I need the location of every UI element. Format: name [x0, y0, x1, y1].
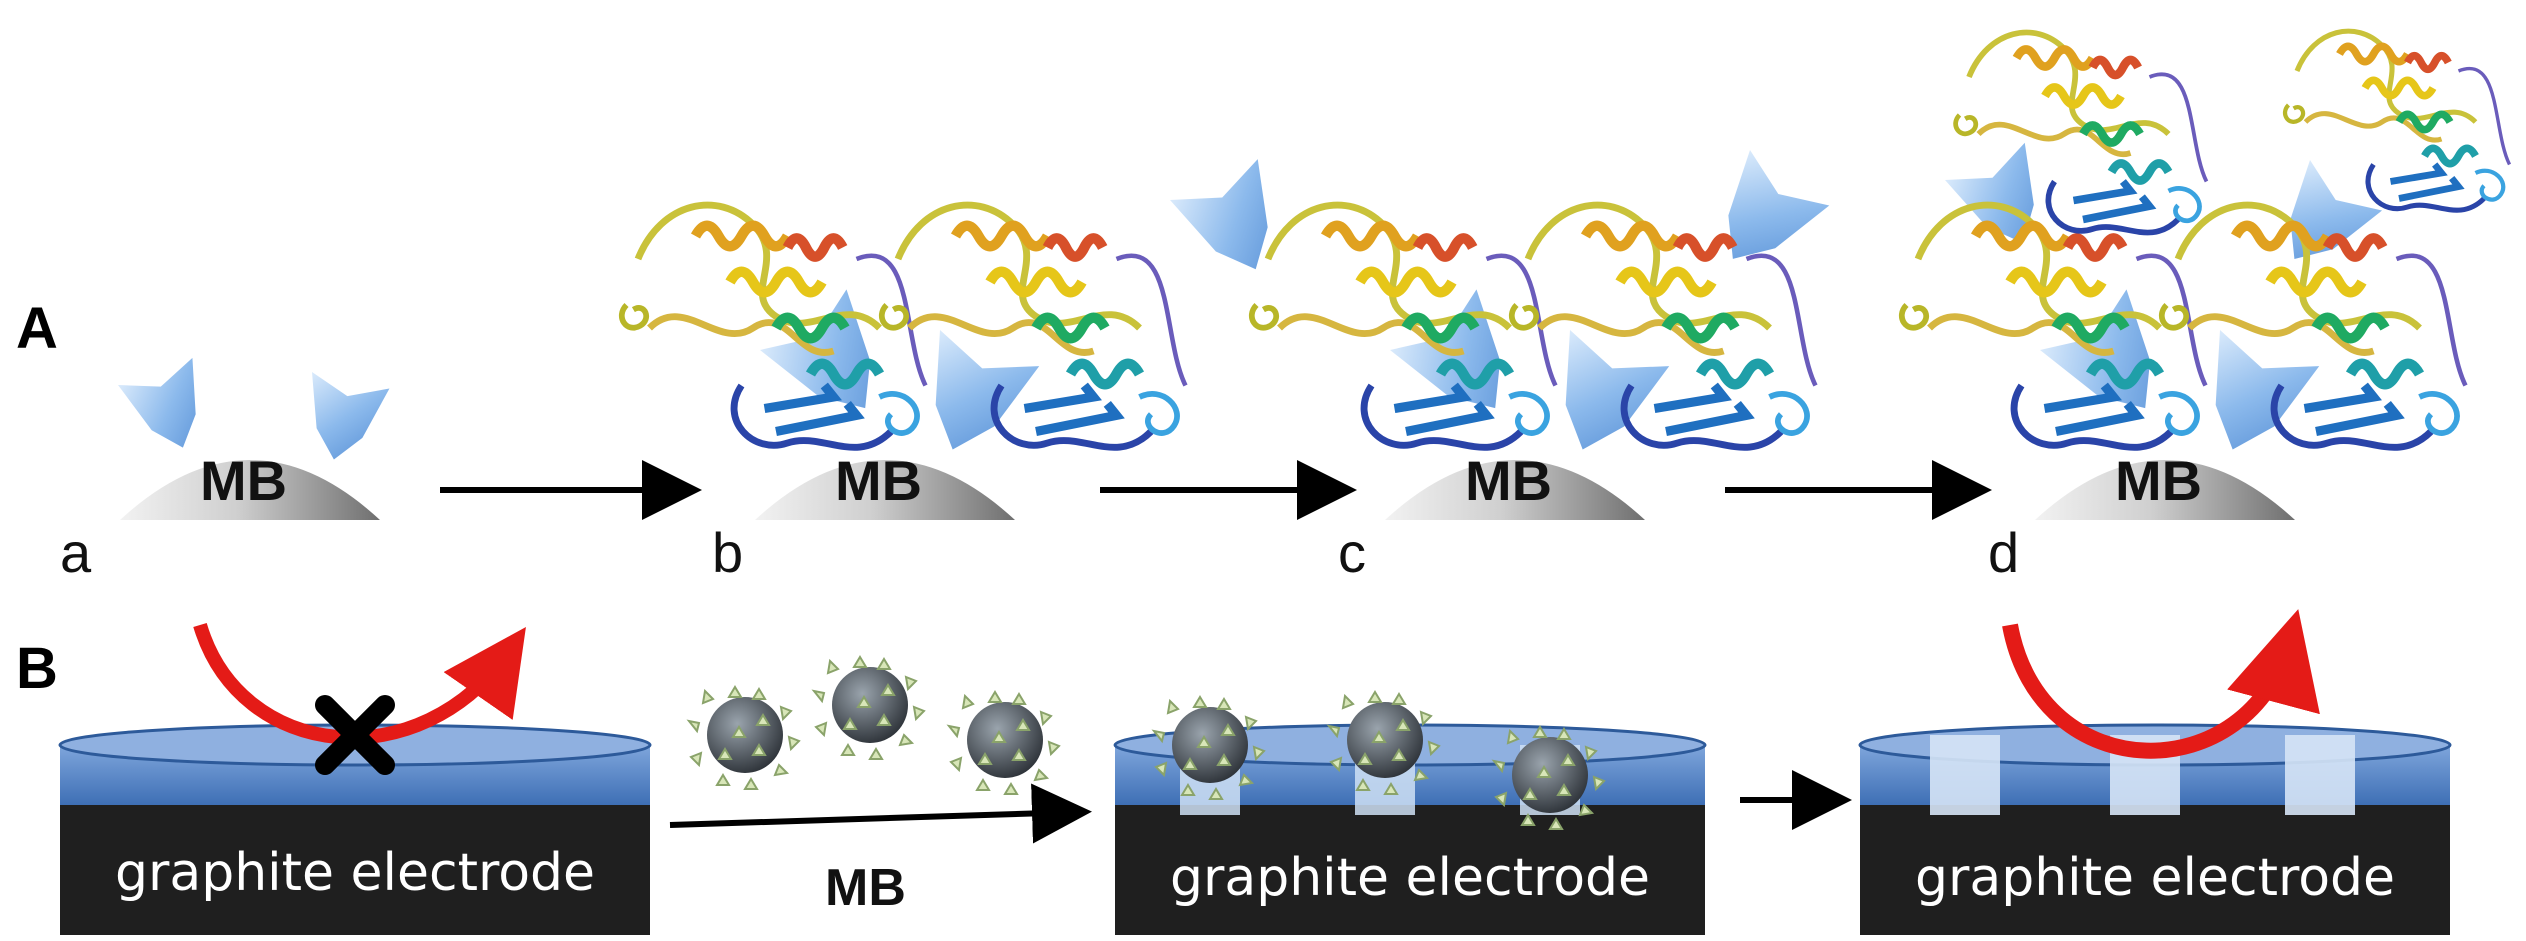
step-label-b: b [712, 521, 744, 584]
arrow-label-mb: MB [825, 859, 906, 917]
panel-label-b: B [16, 636, 58, 701]
electron-transfer-arrow [2002, 609, 2320, 759]
electrode-2: graphite electrode [1113, 691, 1707, 935]
magnetic-bead-a [120, 460, 380, 520]
enzyme-b-1 [622, 205, 926, 447]
flow-arrow-mb [669, 783, 1092, 844]
step-label-a: a [60, 521, 92, 584]
electrode-label-2: graphite electrode [1170, 848, 1650, 908]
enzyme-d-1 [1902, 205, 2206, 447]
magnetic-bead-b [755, 460, 1015, 520]
panel-a-step-c: MB [1170, 150, 1830, 520]
linker-b-2 [903, 330, 1040, 468]
magnetic-bead-c [1385, 460, 1645, 520]
linker-c-2 [1533, 330, 1670, 468]
linker-a-2 [295, 372, 390, 468]
linker-d-4 [2258, 160, 2383, 285]
nanoparticle-free-3 [948, 691, 1060, 795]
electrode-3: graphite electrode [1858, 609, 2452, 935]
electrode-body-2 [1115, 800, 1705, 935]
step-label-c: c [1338, 521, 1366, 584]
linker-c-4 [1693, 150, 1830, 287]
panel-label-a: A [16, 296, 58, 361]
bead-label-c: MB [1465, 449, 1552, 512]
electrode-body-3 [1860, 800, 2450, 935]
bead-label-a: MB [200, 449, 287, 512]
electrode-1: graphite electrode [58, 623, 652, 935]
blocked-electron-arrow [193, 623, 526, 745]
pore-3-3 [2285, 735, 2355, 815]
linker-a-1 [118, 357, 221, 462]
step-label-d: d [1988, 521, 2020, 584]
nanoparticle-free-1 [688, 686, 800, 790]
enzyme-b-2 [882, 205, 1186, 447]
panel-a-step-b: MB [622, 205, 1186, 520]
enzyme-c-1 [1252, 205, 1556, 447]
bead-label-b: MB [835, 449, 922, 512]
panel-a-step-d: MB [1902, 31, 2510, 520]
panel-a-step-a: MB [118, 357, 390, 520]
linker-d-2 [2183, 330, 2320, 468]
electrode-label-3: graphite electrode [1915, 848, 2395, 908]
magnetic-bead-d [2035, 460, 2295, 520]
pore-3-1 [1930, 735, 2000, 815]
enzyme-d-2 [2162, 205, 2466, 447]
bead-label-d: MB [2115, 449, 2202, 512]
electrode-label-1: graphite electrode [115, 843, 595, 903]
linker-c-3 [1170, 159, 1300, 290]
blocked-x-icon [315, 695, 395, 775]
nanoparticle-free-2 [813, 656, 925, 760]
electrode-body-1 [60, 800, 650, 935]
